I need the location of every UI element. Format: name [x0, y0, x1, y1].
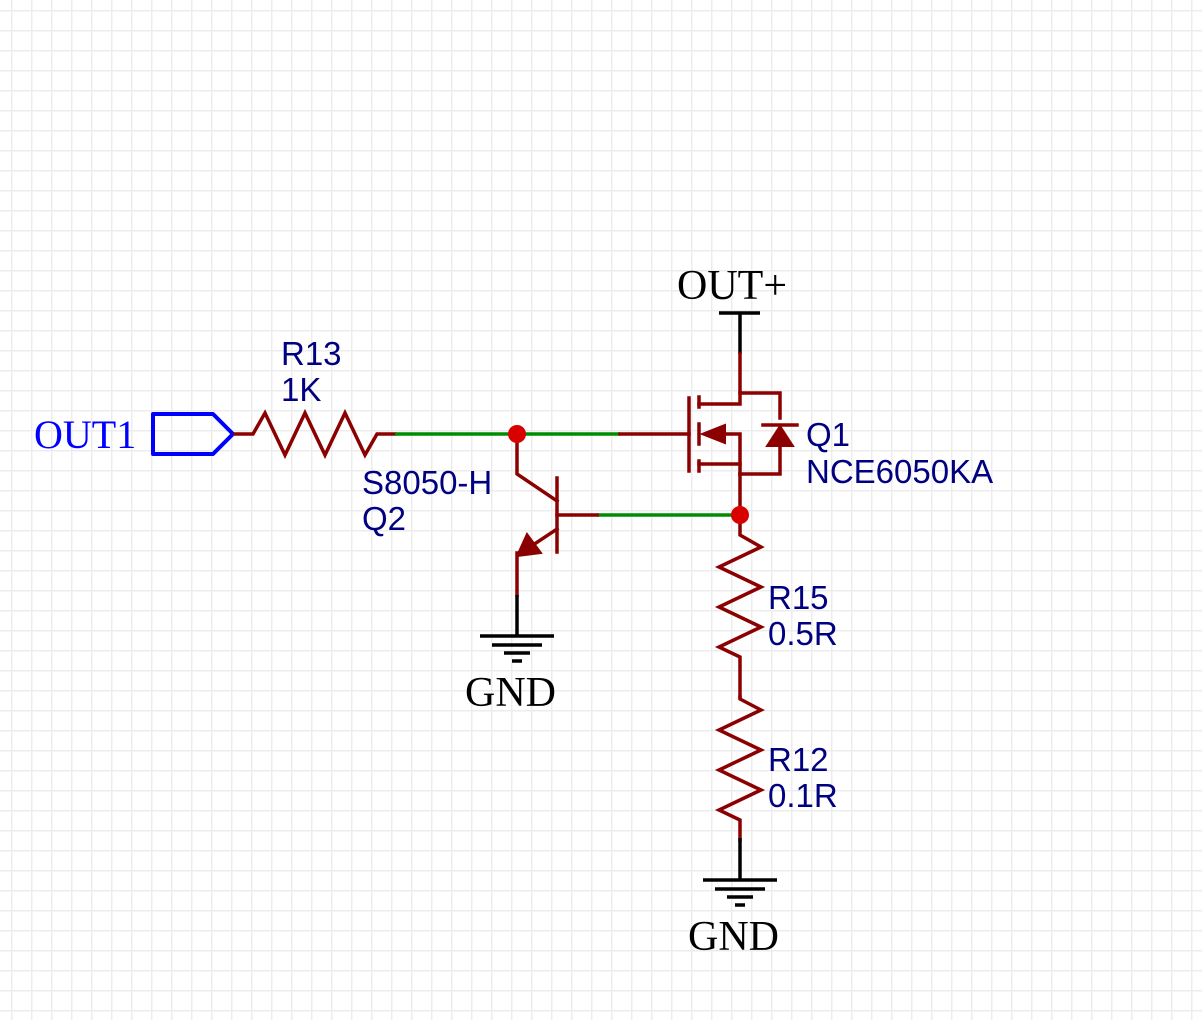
resistor-r12[interactable]: R12 0.1R — [714, 695, 838, 842]
power-out-plus[interactable]: OUT+ — [677, 263, 787, 354]
port-out1-icon — [151, 412, 235, 456]
q2-collector — [515, 432, 560, 504]
ground-symbol-2[interactable]: GND — [688, 838, 779, 960]
mosfet-q1-value: NCE6050KA — [806, 453, 993, 490]
transistor-q2-value: S8050-H — [362, 464, 492, 501]
resistor-r12-designator: R12 — [768, 741, 829, 778]
junction-source-net — [731, 506, 749, 524]
junction-gate-net — [508, 425, 526, 443]
q1-diode-icon — [765, 424, 795, 447]
q1-body-arrow-icon — [699, 423, 726, 445]
resistor-r12-symbol — [714, 695, 766, 842]
ground-2-label: GND — [688, 914, 779, 960]
ground-symbol-1[interactable]: GND — [465, 595, 556, 716]
port-out1[interactable]: OUT1 — [34, 412, 235, 457]
ground-1-label: GND — [465, 670, 556, 716]
port-out1-label: OUT1 — [34, 412, 136, 457]
mosfet-q1-designator: Q1 — [806, 416, 850, 453]
mosfet-q1[interactable]: Q1 NCE6050KA — [618, 352, 993, 517]
resistor-r13-symbol — [233, 408, 397, 460]
resistor-r13-designator: R13 — [281, 335, 342, 372]
q1-diode-lead — [738, 445, 782, 476]
resistor-r15[interactable]: R15 0.5R — [714, 513, 838, 699]
resistor-r12-value: 0.1R — [768, 777, 838, 814]
resistor-r15-value: 0.5R — [768, 615, 838, 652]
resistor-r15-designator: R15 — [768, 579, 829, 616]
q1-drain — [697, 391, 782, 420]
transistor-q2-designator: Q2 — [362, 500, 406, 537]
q2-emitter-arrow-icon — [515, 532, 543, 558]
transistor-q2[interactable]: S8050-H Q2 — [362, 432, 599, 597]
power-out-plus-label: OUT+ — [677, 263, 787, 309]
resistor-r13-value: 1K — [281, 371, 321, 408]
resistor-r15-symbol — [714, 513, 766, 699]
q1-source-link — [723, 432, 742, 476]
resistor-r13[interactable]: R13 1K — [233, 335, 397, 460]
